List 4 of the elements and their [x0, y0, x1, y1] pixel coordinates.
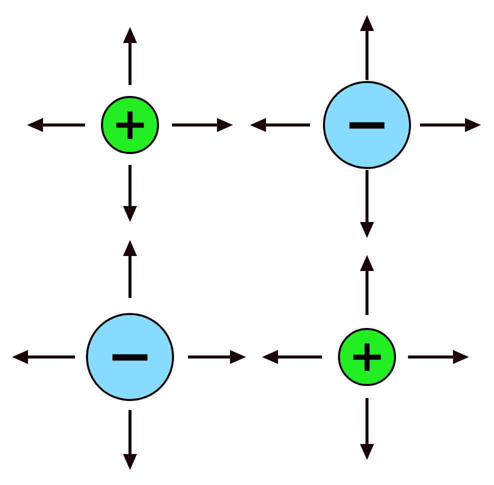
- charge-sign: +: [112, 103, 148, 147]
- charge-sign: +: [348, 335, 386, 379]
- charge-sign: −: [106, 329, 154, 385]
- charge-sign: −: [344, 97, 390, 153]
